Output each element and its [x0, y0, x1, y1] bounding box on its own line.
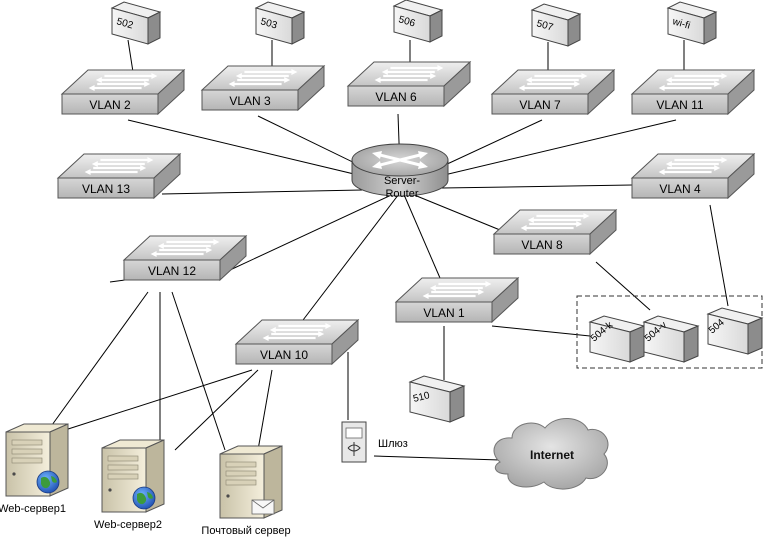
server-label: Почтовый сервер — [201, 525, 290, 537]
room-box-r507[interactable]: 507 — [530, 3, 582, 47]
room-box-r504v[interactable]: 504-v — [642, 315, 700, 363]
switch-arrows-icon — [658, 73, 728, 91]
switch-arrows-icon — [228, 69, 298, 87]
gateway-label: Шлюз — [378, 438, 408, 450]
server-web2[interactable]: Web-сервер2 — [94, 439, 165, 531]
switch-vlan10[interactable]: VLAN 10 — [234, 318, 360, 366]
switch-label: VLAN 7 — [519, 98, 561, 112]
router-arrows-icon — [375, 152, 425, 168]
switch-label: VLAN 3 — [229, 94, 271, 108]
switch-arrows-icon — [518, 73, 588, 91]
room-label: 503 — [259, 16, 278, 31]
internet-label: Internet — [530, 448, 574, 462]
switch-vlan8[interactable]: VLAN 8 — [492, 208, 618, 256]
room-label: wi-fi — [670, 16, 691, 32]
server-label: Web-сервер2 — [94, 519, 162, 531]
switch-vlan2[interactable]: VLAN 2 — [60, 68, 186, 116]
switch-vlan11[interactable]: VLAN 11 — [630, 68, 756, 116]
room-box-r510[interactable]: 510 — [408, 375, 466, 423]
gateway[interactable]: Шлюз — [341, 421, 408, 463]
switch-label: VLAN 11 — [656, 98, 703, 112]
globe-icon — [36, 470, 60, 494]
switch-arrows-icon — [374, 65, 444, 83]
room-box-r504k[interactable]: 504-k — [588, 315, 646, 363]
switch-vlan3[interactable]: VLAN 3 — [200, 64, 326, 112]
switch-vlan12[interactable]: VLAN 12 — [122, 234, 248, 282]
room-label: 507 — [535, 18, 554, 33]
server-mail[interactable]: Почтовый сервер — [201, 445, 291, 537]
switch-label: VLAN 6 — [375, 90, 417, 104]
switch-vlan13[interactable]: VLAN 13 — [56, 152, 182, 200]
room-box-r503[interactable]: 503 — [254, 1, 306, 45]
mail-envelope-icon — [251, 499, 275, 515]
switch-label: VLAN 1 — [423, 306, 465, 320]
room-box-r506[interactable]: 506 — [392, 0, 444, 43]
switch-label: VLAN 8 — [521, 238, 563, 252]
gateway-icon — [347, 442, 361, 456]
switch-arrows-icon — [422, 281, 492, 299]
switch-arrows-icon — [84, 157, 154, 175]
room-box-r502[interactable]: 502 — [110, 1, 162, 45]
switch-vlan6[interactable]: VLAN 6 — [346, 60, 472, 108]
switch-label: VLAN 10 — [260, 348, 308, 362]
router-label-line1: Server- — [384, 175, 420, 187]
switch-label: VLAN 13 — [82, 182, 130, 196]
switch-vlan1[interactable]: VLAN 1 — [394, 276, 520, 324]
connection-lines — [51, 39, 729, 461]
room-label: 502 — [115, 16, 134, 31]
switch-arrows-icon — [520, 213, 590, 231]
server-web1[interactable]: Web-сервер1 — [0, 423, 69, 515]
room-label: 510 — [412, 390, 431, 405]
globe-icon — [132, 486, 156, 510]
router-label-line2: Router — [385, 188, 418, 200]
server-label: Web-сервер1 — [0, 503, 66, 515]
server-router[interactable]: Server- Router — [351, 143, 449, 200]
switch-label: VLAN 12 — [148, 264, 196, 278]
room-label: 506 — [397, 14, 416, 29]
switch-vlan4[interactable]: VLAN 4 — [630, 152, 756, 200]
switch-arrows-icon — [262, 323, 332, 341]
switch-arrows-icon — [88, 73, 158, 91]
internet-cloud[interactable]: Internet — [493, 418, 609, 490]
switch-label: VLAN 2 — [89, 98, 131, 112]
room-box-rwifi[interactable]: wi-fi — [666, 1, 718, 45]
room-box-r504[interactable]: 504 — [706, 307, 764, 355]
switch-vlan7[interactable]: VLAN 7 — [490, 68, 616, 116]
switch-arrows-icon — [150, 239, 220, 257]
switch-label: VLAN 4 — [659, 182, 701, 196]
switch-arrows-icon — [658, 157, 728, 175]
